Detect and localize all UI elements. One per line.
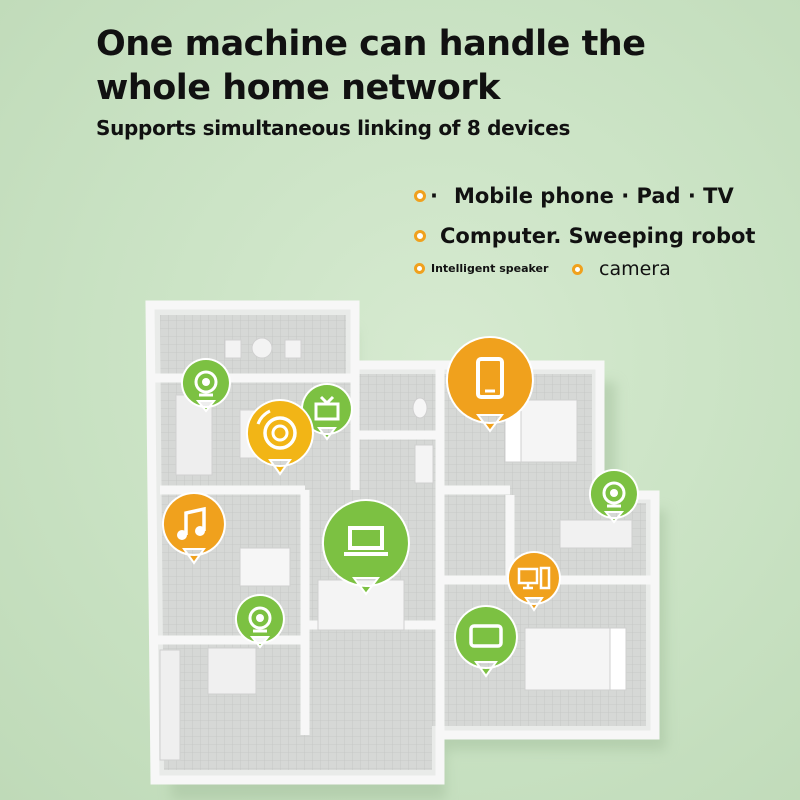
tv-icon [301, 383, 353, 441]
feature-intelligent-speaker: Intelligent speaker [414, 262, 548, 275]
orange-bullet-icon [414, 230, 426, 242]
tablet-icon [454, 605, 518, 678]
feature-row-phone-pad-tv: · Mobile phone · Pad · TV [414, 184, 734, 208]
music-speaker-pin [160, 491, 228, 567]
feature-row-computer-robot: Computer. Sweeping robot [414, 224, 755, 248]
computer-icon [506, 551, 561, 612]
headline-line-1: One machine can handle the [96, 24, 646, 64]
camera-icon [180, 358, 231, 413]
feature-label: camera [599, 258, 671, 280]
headline-line-2: whole home network [96, 68, 500, 108]
feature-label: Computer. Sweeping robot [440, 224, 756, 248]
feature-camera: camera [572, 258, 671, 280]
camera-icon [234, 594, 285, 649]
tv-pin [300, 382, 354, 442]
music-speaker-icon [162, 492, 226, 565]
headline: One machine can handle the whole home ne… [96, 22, 646, 110]
mobile-phone-pin [444, 335, 536, 435]
camera-pin [234, 593, 286, 649]
orange-bullet-icon [572, 263, 583, 275]
orange-bullet-icon [414, 263, 425, 274]
sweeping-robot-pin [244, 398, 316, 478]
laptop-icon [322, 499, 410, 596]
computer-pin [506, 550, 562, 614]
subheadline: Supports simultaneous linking of 8 devic… [96, 116, 571, 140]
tablet-pin [452, 604, 520, 680]
sweeping-robot-icon [245, 399, 314, 476]
bullet-dot-icon: · [430, 184, 438, 208]
feature-label: Mobile phone · Pad · TV [453, 184, 734, 208]
camera-icon [588, 469, 639, 524]
mobile-phone-icon [446, 336, 534, 433]
orange-bullet-icon [414, 190, 426, 202]
camera-pin [588, 468, 640, 524]
feature-label: Intelligent speaker [431, 262, 549, 275]
camera-pin [180, 357, 232, 413]
laptop-pin [320, 498, 412, 598]
